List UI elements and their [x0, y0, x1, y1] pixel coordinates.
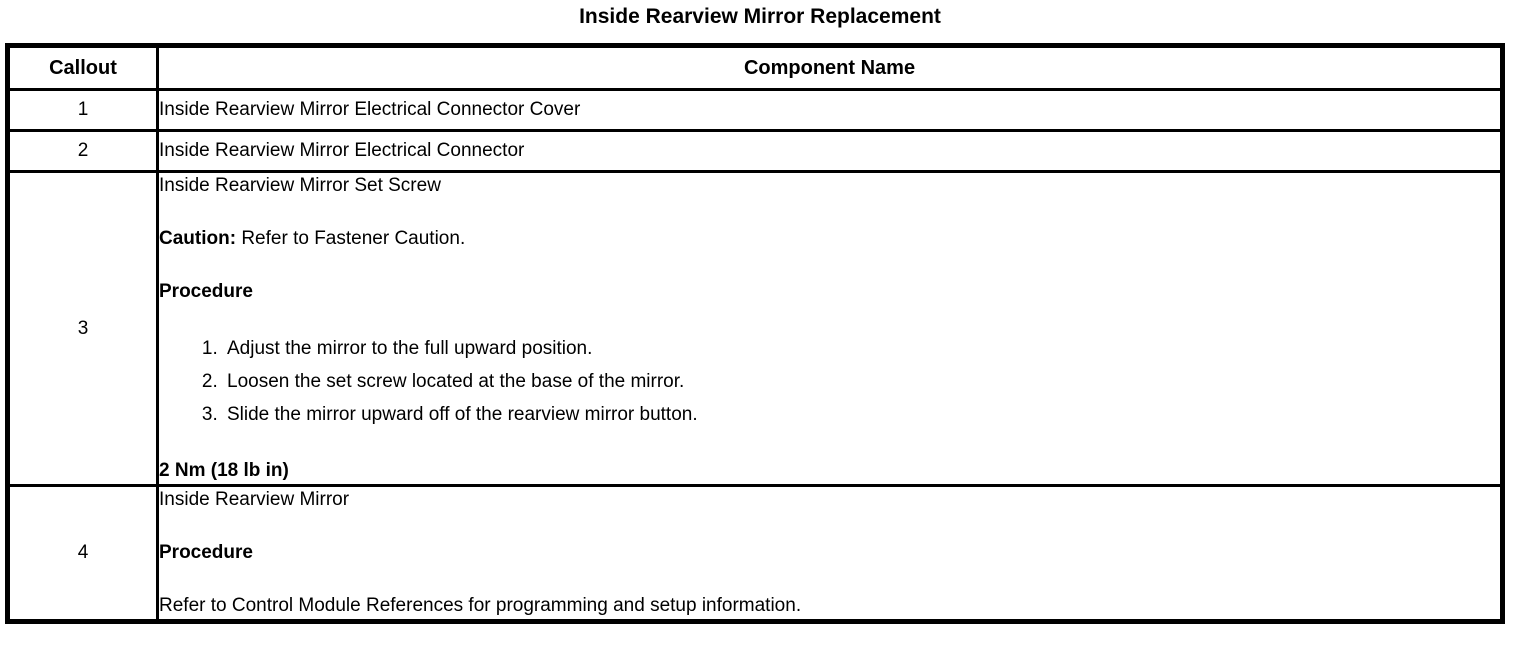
caution-line: Caution: Refer to Fastener Caution.: [159, 226, 1500, 252]
table-header-row: Callout Component Name: [6, 44, 1504, 91]
torque-spec: 2 Nm (18 lb in): [159, 460, 289, 481]
table-row-4: 4 Inside Rearview Mirror Procedure Refer…: [6, 484, 1504, 623]
caution-text: Refer to Fastener Caution.: [241, 228, 466, 249]
callout-number: 4: [6, 484, 159, 623]
caution-label: Caution:: [159, 228, 237, 249]
table-row-3: 3 Inside Rearview Mirror Set Screw Cauti…: [6, 170, 1504, 487]
callout-number: 2: [6, 129, 159, 173]
header-component-cell: Component Name: [156, 44, 1504, 91]
callout-number: 1: [6, 88, 159, 132]
component-name: Inside Rearview Mirror Electrical Connec…: [156, 88, 1504, 132]
component-detail-cell: Inside Rearview Mirror Procedure Refer t…: [156, 484, 1504, 623]
component-detail-cell: Inside Rearview Mirror Set Screw Caution…: [156, 170, 1504, 487]
step-item: Adjust the mirror to the full upward pos…: [223, 332, 1500, 365]
component-name: Inside Rearview Mirror Set Screw: [159, 175, 441, 196]
callout-number: 3: [6, 170, 159, 487]
component-table: Callout Component Name 1 Inside Rearview…: [5, 43, 1505, 624]
step-item: Loosen the set screw located at the base…: [223, 365, 1500, 398]
table-row-1: 1 Inside Rearview Mirror Electrical Conn…: [6, 88, 1504, 132]
procedure-steps: Adjust the mirror to the full upward pos…: [159, 332, 1500, 431]
component-name: Inside Rearview Mirror Electrical Connec…: [156, 129, 1504, 173]
component-name: Inside Rearview Mirror: [159, 489, 350, 510]
header-callout-cell: Callout: [6, 44, 159, 91]
programming-note: Refer to Control Module References for p…: [159, 595, 802, 616]
table-row-2: 2 Inside Rearview Mirror Electrical Conn…: [6, 129, 1504, 173]
procedure-heading: Procedure: [159, 542, 253, 563]
step-item: Slide the mirror upward off of the rearv…: [223, 398, 1500, 431]
page-title: Inside Rearview Mirror Replacement: [579, 5, 941, 28]
procedure-heading: Procedure: [159, 281, 253, 302]
